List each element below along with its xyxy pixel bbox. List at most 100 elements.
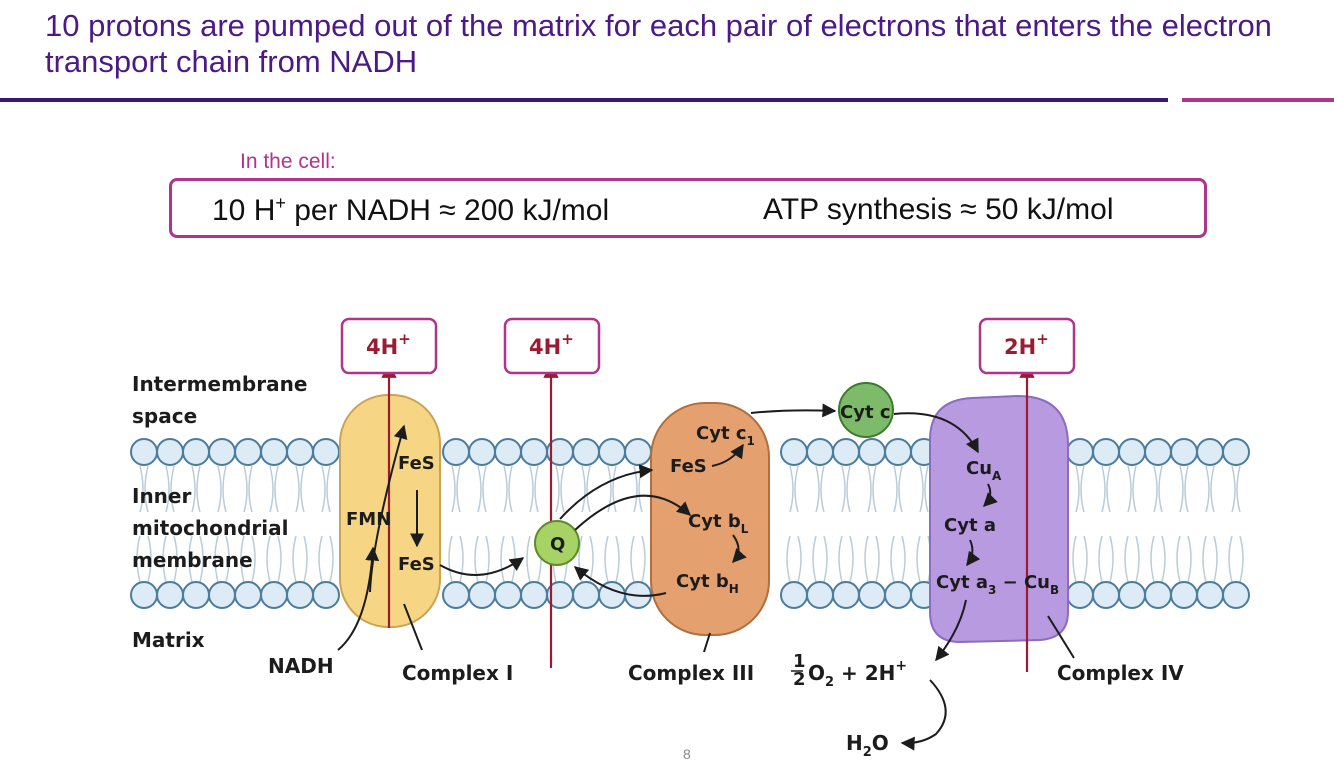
lipid-head [234,438,262,466]
cyta3-to-oxygen-arrow [935,599,967,662]
lipid-tail [581,465,586,513]
lipid-head [286,581,314,609]
lipid-tail [1210,465,1215,513]
lipid-tail [1072,535,1077,583]
lipid-tail [786,535,791,583]
lipid-tail [916,535,921,583]
complex-4 [929,394,1069,644]
lipid-tail [820,465,825,513]
complex-1-pointer [403,603,423,651]
lipid-tail [456,465,461,513]
lipid-tail [560,465,565,513]
lipid-tail [633,465,638,513]
complex-3-label: Complex III [628,661,754,685]
lipid-tail [188,535,193,583]
lipid-tail [823,535,828,583]
proton-box-2 [503,317,601,375]
lipid-head [884,438,912,466]
lipid-tail [511,535,516,583]
lipid-tail [589,535,594,583]
lipid-head [442,581,470,609]
lipid-tail [890,535,895,583]
complex-1-label: Complex I [402,661,513,685]
lipid-head [312,581,340,609]
lipid-tail [144,465,149,513]
fmn-to-fes-arrow [369,424,408,593]
lipid-tail [482,465,487,513]
lipid-tail [321,465,326,513]
lipid-tail [139,465,144,513]
lipid-tail [1239,535,1244,583]
lipid-tail [248,465,253,513]
lipid-tail [555,465,560,513]
lipid-tail [1083,535,1088,583]
cyt-bh-label: Cyt bH [676,571,739,596]
lipid-tail [292,535,297,583]
lipid-head [858,438,886,466]
proton-energy-text: 10 H+ per NADH ≈ 200 kJ/mol [212,193,610,227]
matrix-label: Matrix [132,628,205,652]
lipid-tail [797,535,802,583]
lipid-head [1066,581,1094,609]
q-label: Q [550,534,565,555]
lipid-tail [266,535,271,583]
lipid-tail [1098,535,1103,583]
lipid-tail [794,465,799,513]
cytc-to-cua-arrow [893,412,979,454]
lipid-tail [214,535,219,583]
lipid-tail [147,535,152,583]
lipid-head [1092,581,1120,609]
lipid-head [1222,581,1250,609]
lipid-head [1222,438,1250,466]
water-label: H2O [846,731,889,760]
lipid-tail [815,465,820,513]
lipid-tail [326,465,331,513]
lipid-head [260,438,288,466]
membrane-top-heads [130,438,1250,466]
lipid-tail [277,535,282,583]
lipid-head [1066,438,1094,466]
lipid-tail [529,465,534,513]
lipid-tail [136,535,141,583]
lipid-tail [474,535,479,583]
lipid-tail [867,465,872,513]
lipid-tail [898,465,903,513]
lipid-head [312,438,340,466]
lipid-tail [586,465,591,513]
water-formation-arrow [900,679,947,751]
lipid-tail [1135,535,1140,583]
lipid-tail [864,535,869,583]
complex-4-label: Complex IV [1057,661,1184,685]
lipid-tail [1158,465,1163,513]
lipid-head [494,438,522,466]
lipid-tail [1080,465,1085,513]
proton-box-3-label: 2H+ [1004,330,1049,359]
lipid-tail [607,465,612,513]
cyta-to-cyta3-arrow [966,539,981,567]
lipid-head [1196,581,1224,609]
lipid-tail [1184,465,1189,513]
lipid-head [780,438,808,466]
lipid-tail [199,535,204,583]
half-numerator: 1 [793,651,806,672]
lipid-tail [1179,465,1184,513]
lipid-tail [1132,465,1137,513]
q-to-fes-arrow [559,464,654,520]
lipid-tail [1106,465,1111,513]
lipid-head [572,581,600,609]
lipid-tail [500,535,505,583]
lipid-tail [240,535,245,583]
half-denominator: 2 [793,669,806,690]
lipid-tail [1109,535,1114,583]
lipid-tail [638,465,643,513]
lipid-head [572,438,600,466]
cyt-c1-label: Cyt c1 [696,423,755,448]
lipid-tail [789,465,794,513]
lipid-tail [615,535,620,583]
lipid-tail [526,535,531,583]
fmn-label: FMN [346,509,391,530]
lipid-head [624,438,652,466]
lipid-tail [300,465,305,513]
fes-to-q-arrow [439,557,525,576]
lipid-head [1170,438,1198,466]
